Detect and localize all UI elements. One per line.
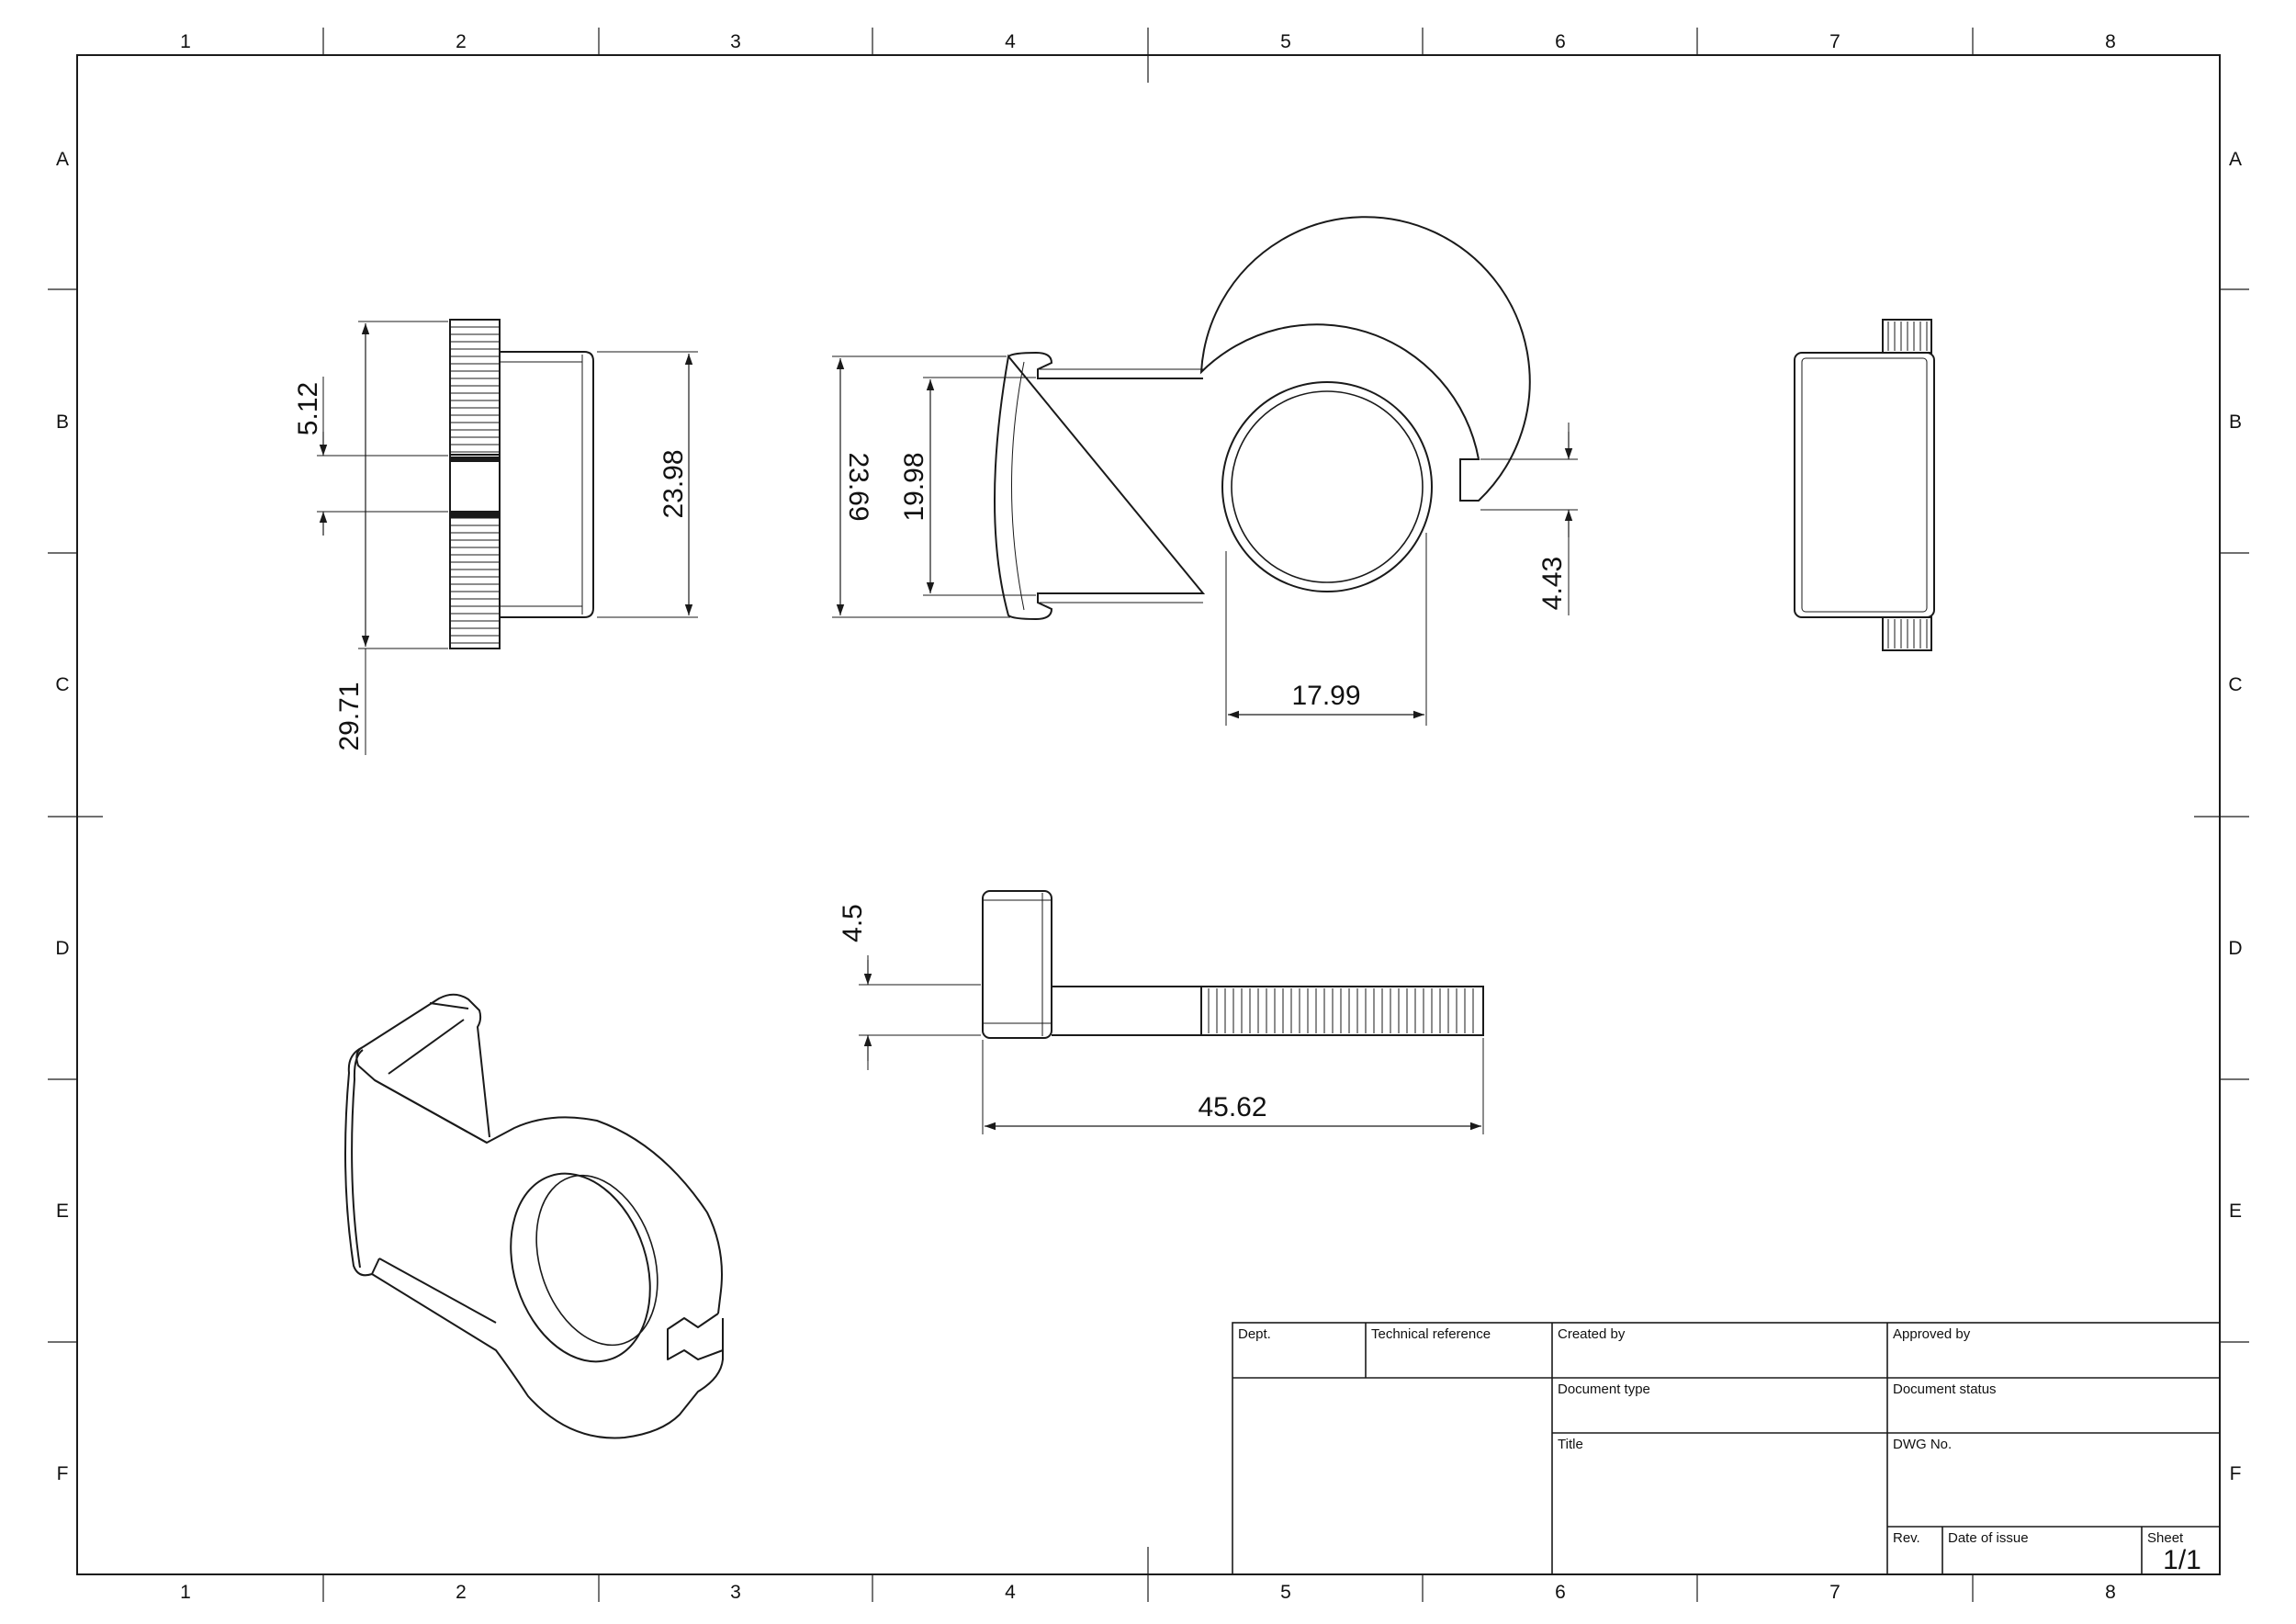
zone-col-bottom: 1 — [180, 1582, 191, 1603]
dim-top-inner-height: 19.98 — [899, 452, 929, 521]
iso-hole-outer — [510, 1172, 651, 1363]
dim-front-small-gap: 5.12 — [293, 382, 323, 435]
dim-side-thickness: 4.5 — [838, 904, 868, 942]
right-body — [1794, 352, 1935, 618]
zone-col-top: 6 — [1555, 31, 1566, 52]
side-head — [982, 890, 1052, 1039]
dim-front-plug-height: 23.98 — [658, 449, 689, 518]
tb-created-by-label: Created by — [1558, 1326, 1626, 1342]
zone-col-top: 2 — [456, 31, 467, 52]
dim-top-slot-width: 4.43 — [1537, 557, 1568, 610]
zone-row-left: D — [55, 938, 69, 959]
iso-hole-inner — [535, 1174, 658, 1347]
zone-col-top: 7 — [1829, 31, 1840, 52]
dim-side-length: 45.62 — [1198, 1092, 1266, 1122]
iso-slot — [667, 1313, 724, 1360]
side-shaft — [1052, 986, 1484, 1036]
tb-document-type-label: Document type — [1558, 1382, 1650, 1397]
zone-row-left: F — [57, 1463, 69, 1484]
plug-body — [500, 351, 594, 618]
zone-ticks — [48, 28, 2249, 1602]
part-outline — [1199, 216, 1531, 502]
zone-row-right: A — [2229, 149, 2242, 170]
right-view — [1794, 319, 1935, 651]
title-block — [1232, 1322, 2221, 1575]
center-hole-outer — [1221, 381, 1433, 592]
iso-clip-arm — [362, 993, 490, 1138]
zone-col-bottom: 6 — [1555, 1582, 1566, 1603]
zone-row-left: C — [55, 674, 69, 695]
center-hole-inner — [1231, 390, 1424, 583]
tb-date-of-issue-label: Date of issue — [1948, 1530, 2029, 1546]
knurl-pattern — [1887, 321, 1928, 648]
zone-row-right: D — [2228, 938, 2242, 959]
zone-labels: 1 2 3 4 5 6 7 8 1 2 3 4 5 6 7 8 A B C D … — [55, 31, 2242, 1603]
zone-col-bottom: 8 — [2105, 1582, 2116, 1603]
zone-row-left: A — [56, 149, 69, 170]
zone-col-top: 4 — [1005, 31, 1016, 52]
tb-dept-label: Dept. — [1238, 1326, 1271, 1342]
front-view — [317, 319, 698, 755]
zone-row-right: F — [2230, 1463, 2242, 1484]
top-view — [832, 216, 1578, 726]
dim-front-overall-height: 29.71 — [334, 682, 365, 750]
zone-col-top: 8 — [2105, 31, 2116, 52]
tb-technical-reference-label: Technical reference — [1371, 1326, 1491, 1342]
sheet-frame — [48, 28, 2249, 1602]
isometric-view — [344, 993, 724, 1439]
title-block-labels: Dept. Technical reference Created by App… — [1238, 1326, 2184, 1546]
tb-sheet-label: Sheet — [2147, 1530, 2184, 1546]
zone-row-left: B — [56, 412, 69, 433]
tb-rev-label: Rev. — [1893, 1530, 1920, 1546]
tb-approved-by-label: Approved by — [1893, 1326, 1971, 1342]
knurl-pattern — [1208, 988, 1474, 1033]
arm-outline — [994, 351, 1206, 621]
zone-row-right: E — [2229, 1201, 2242, 1222]
zone-row-left: E — [56, 1201, 69, 1222]
iso-clip-back — [344, 1046, 380, 1277]
iso-body-side — [371, 1273, 724, 1439]
zone-col-top: 1 — [180, 31, 191, 52]
side-view — [859, 890, 1484, 1134]
zone-col-bottom: 2 — [456, 1582, 467, 1603]
zone-row-right: B — [2229, 412, 2242, 433]
tb-title-label: Title — [1558, 1437, 1583, 1452]
zone-col-bottom: 5 — [1280, 1582, 1291, 1603]
dim-top-outer-height: 23.69 — [843, 452, 873, 521]
dim-top-hole-diameter: 17.99 — [1291, 681, 1360, 711]
zone-col-bottom: 7 — [1829, 1582, 1840, 1603]
zone-col-bottom: 3 — [730, 1582, 741, 1603]
tb-dwg-no-label: DWG No. — [1893, 1437, 1952, 1452]
zone-col-top: 5 — [1280, 31, 1291, 52]
zone-col-top: 3 — [730, 31, 741, 52]
zone-col-bottom: 4 — [1005, 1582, 1016, 1603]
tb-document-status-label: Document status — [1893, 1382, 1997, 1397]
disc-slot — [449, 454, 501, 513]
zone-row-right: C — [2228, 674, 2242, 695]
knurl-pattern — [450, 326, 500, 644]
tb-sheet-value: 1/1 — [2163, 1545, 2201, 1575]
iso-body-top — [374, 1079, 723, 1314]
